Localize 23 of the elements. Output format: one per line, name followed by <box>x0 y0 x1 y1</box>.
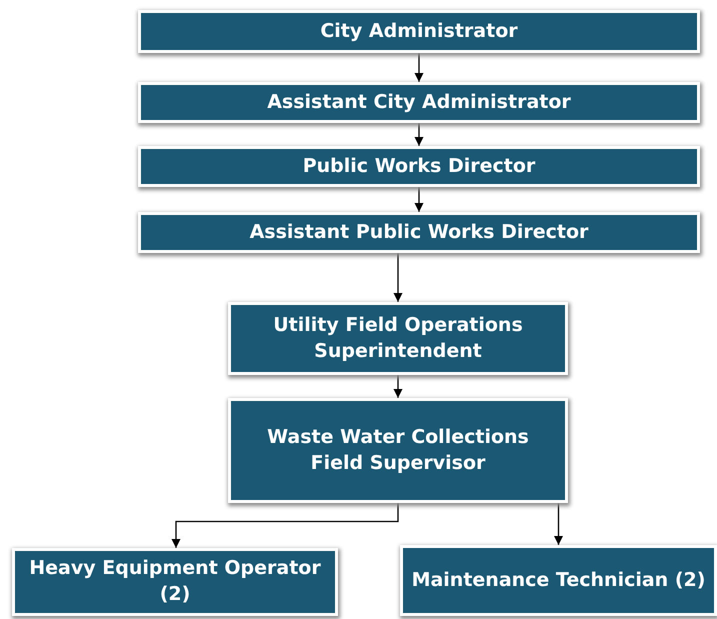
position-box <box>138 146 700 187</box>
connector-arrow <box>554 503 563 545</box>
position-box <box>138 10 700 53</box>
connector-arrow <box>394 253 402 302</box>
position-title: City Administrator <box>319 18 519 44</box>
position-title: Waste Water Collections Field Supervisor <box>266 424 530 476</box>
position-box <box>138 82 700 123</box>
position-title: Utility Field Operations Superintendent <box>272 312 524 364</box>
position-box <box>228 398 568 503</box>
connector-arrow <box>172 503 399 548</box>
position-title: Heavy Equipment Operator (2) <box>28 556 322 607</box>
position-title: Assistant Public Works Director <box>248 220 590 245</box>
position-title: Maintenance Technician (2) <box>410 568 706 593</box>
position-title: Assistant City Administrator <box>266 90 572 115</box>
position-title: Public Works Director <box>302 154 536 179</box>
connector-arrow <box>394 375 402 398</box>
position-box <box>228 302 568 375</box>
position-box <box>12 548 338 616</box>
connector-arrow <box>414 53 424 82</box>
position-box <box>138 212 700 253</box>
position-box <box>400 545 717 616</box>
connector-arrow <box>414 187 424 212</box>
connector-arrow <box>414 123 424 146</box>
